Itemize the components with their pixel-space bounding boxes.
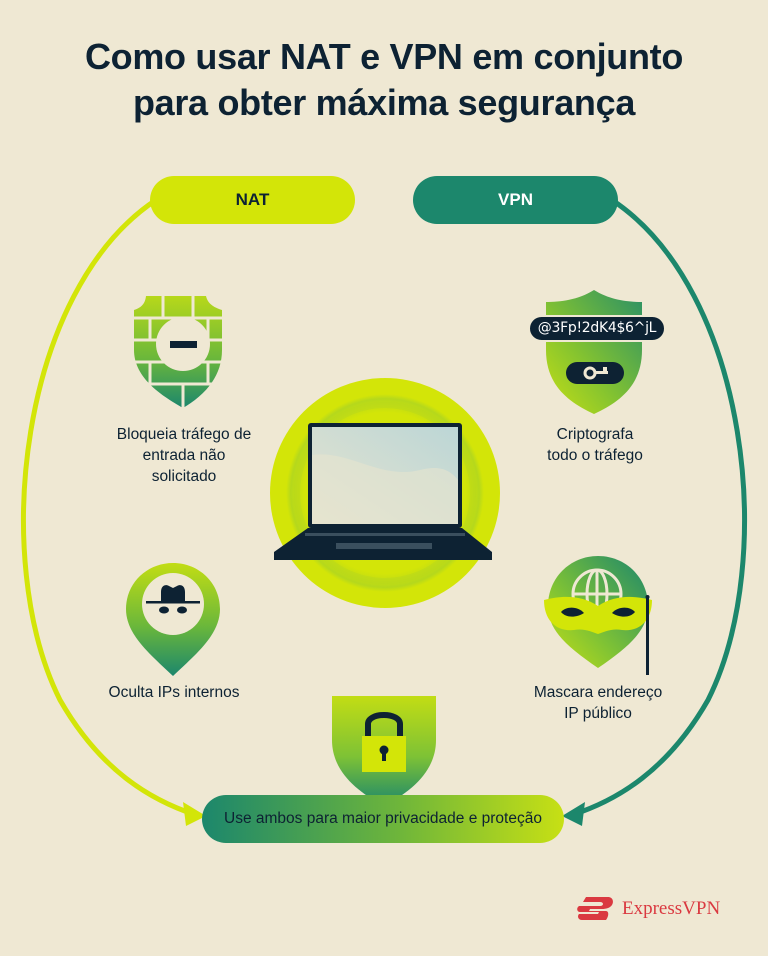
label-line: solicitado (151, 468, 217, 485)
shield-lock-icon (332, 696, 436, 806)
label-line: Oculta IPs internos (108, 684, 240, 701)
nat-feature-block-traffic: Bloqueia tráfego de entrada não solicita… (84, 424, 284, 487)
brand-name: ExpressVPN (622, 898, 721, 919)
nat-pill: NAT (150, 176, 355, 224)
nat-feature-hide-ips: Oculta IPs internos (74, 682, 274, 703)
vpn-pill: VPN (413, 176, 618, 224)
vpn-feature-mask-ip: Mascara endereço IP público (498, 682, 698, 724)
label-line: entrada não (142, 447, 226, 464)
vpn-feature-encrypt: Criptografa todo o tráfego (500, 424, 690, 466)
incognito-pin-icon (126, 563, 220, 676)
shield-key-icon (546, 290, 642, 414)
label-line: todo o tráfego (547, 447, 643, 464)
shield-wall-icon (130, 296, 226, 410)
expressvpn-logo: ExpressVPN (576, 896, 720, 922)
laptop-icon (270, 378, 500, 608)
expressvpn-logo-icon (577, 897, 613, 920)
nat-arrow (21, 197, 206, 826)
title-line-2: para obter máxima segurança (132, 82, 636, 123)
masked-globe-pin-icon (544, 556, 652, 675)
label-line: Bloqueia tráfego de (116, 426, 252, 443)
label-line: Mascara endereço (533, 684, 663, 701)
vpn-arrow (562, 197, 747, 826)
label-line: IP público (564, 705, 632, 722)
page-title: Como usar NAT e VPN em conjunto para obt… (0, 34, 768, 126)
title-line-1: Como usar NAT e VPN em conjunto (84, 36, 684, 77)
label-line: Criptografa (556, 426, 634, 443)
conclusion-pill: Use ambos para maior privacidade e prote… (202, 795, 564, 843)
encrypted-code-badge: @3Fp!2dK4$6^jL (528, 315, 666, 342)
key-glyph (583, 366, 608, 380)
